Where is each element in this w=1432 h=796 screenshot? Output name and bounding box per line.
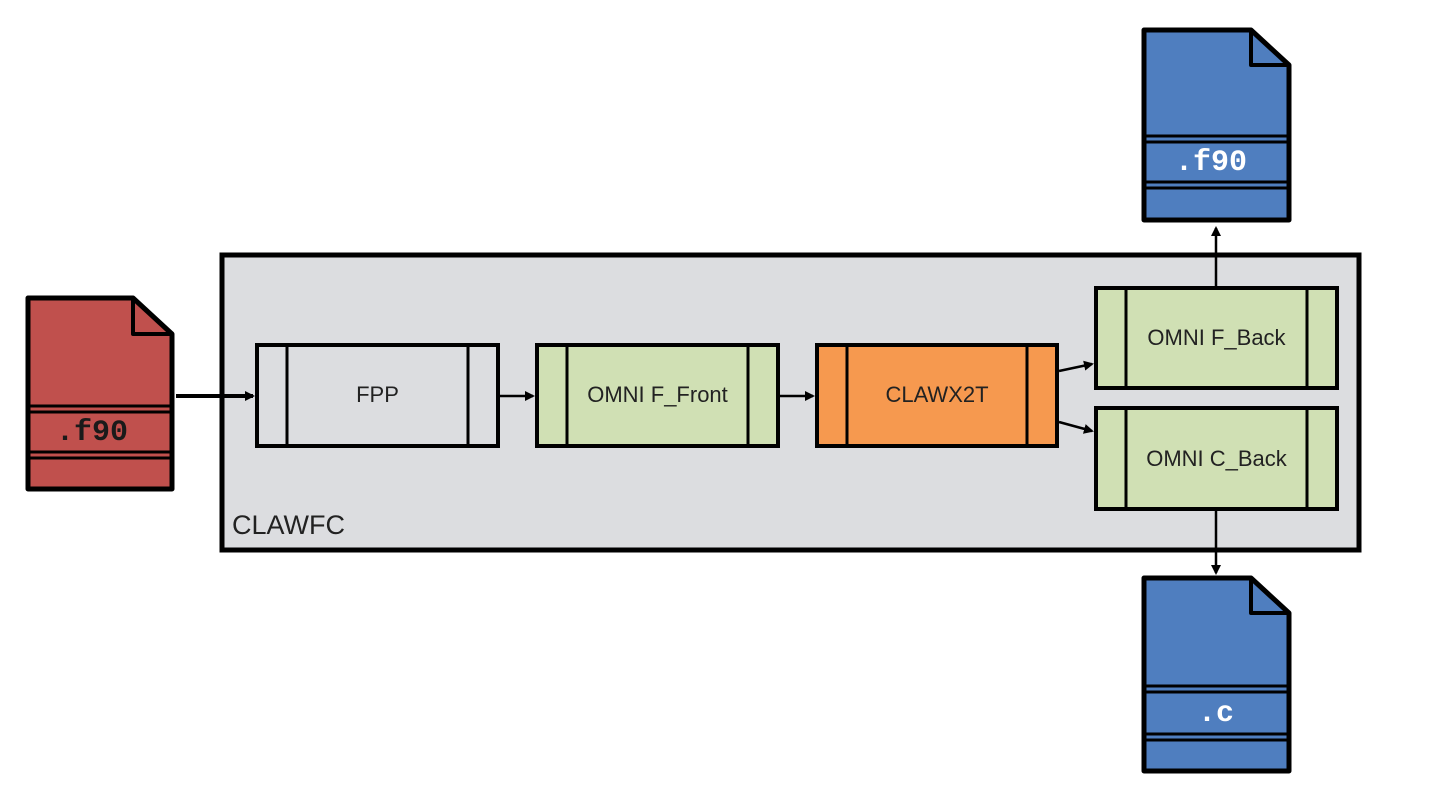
output-file-f90-icon: .f90 [1141, 27, 1292, 223]
stage-clawx2t: CLAWX2T [815, 343, 1059, 448]
output-file-f90-label: .f90 [1175, 146, 1247, 180]
stage-fpp-label: FPP [356, 382, 399, 407]
stage-clawx2t-label: CLAWX2T [885, 382, 988, 407]
stage-omni-c-back: OMNI C_Back [1094, 406, 1339, 511]
arrows [176, 226, 1221, 575]
stage-omni-f-back-label: OMNI F_Back [1147, 325, 1286, 350]
input-file-label: .f90 [56, 416, 128, 450]
arrow-clawx2t-to-fback [1058, 360, 1094, 373]
stage-omni-f-front: OMNI F_Front [535, 343, 780, 448]
stage-omni-c-back-label: OMNI C_Back [1146, 446, 1288, 471]
stage-fpp: FPP [255, 343, 500, 448]
stage-omni-f-front-label: OMNI F_Front [587, 382, 728, 407]
input-file-f90-icon: .f90 [25, 295, 175, 492]
arrow-clawx2t-to-cback [1058, 420, 1094, 434]
output-file-c-label: .c [1198, 697, 1234, 731]
container-label: CLAWFC [232, 510, 345, 540]
output-file-c-icon: .c [1141, 575, 1292, 774]
stage-omni-f-back: OMNI F_Back [1094, 286, 1339, 390]
